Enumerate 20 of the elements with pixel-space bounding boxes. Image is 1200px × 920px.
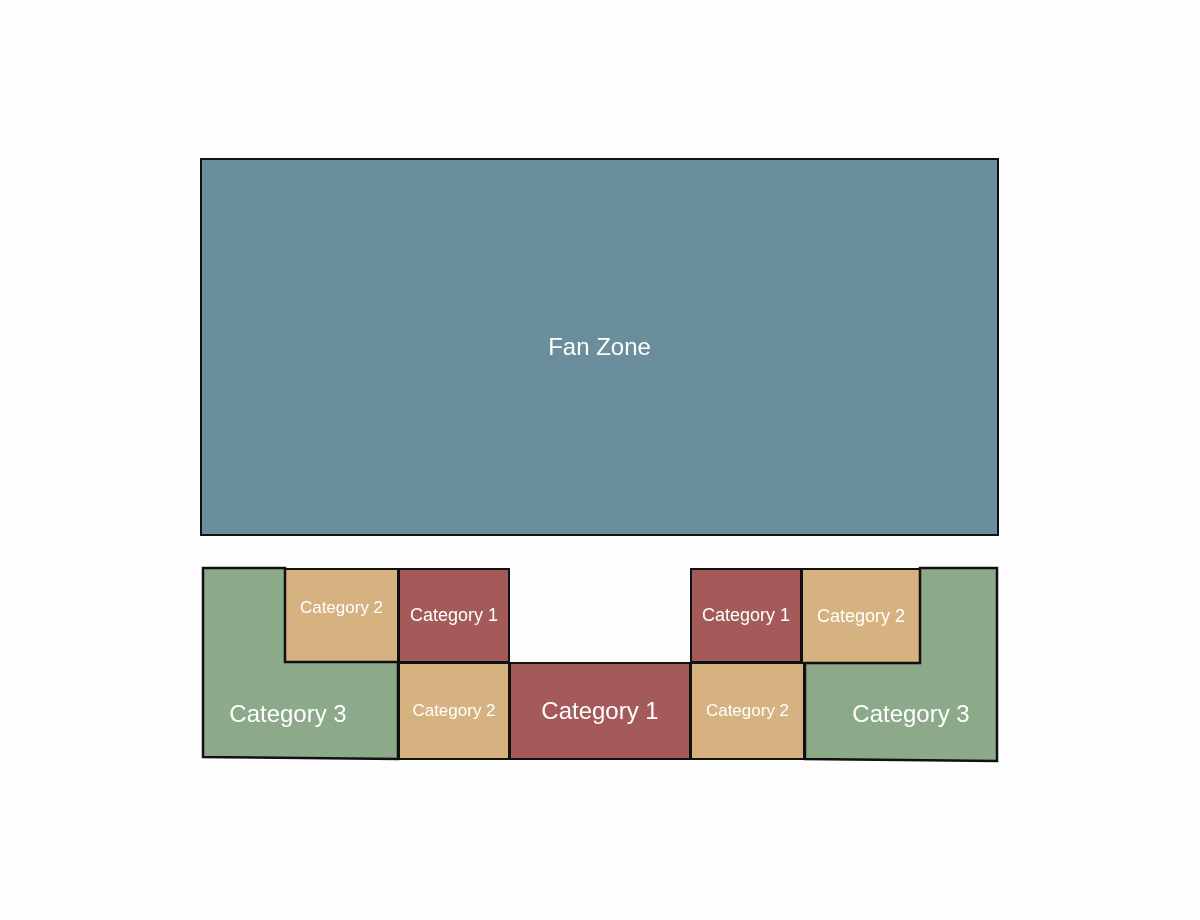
section-label: Category 1 [701, 605, 791, 626]
section-label: Category 2 [412, 701, 496, 721]
seating-section [509, 662, 691, 760]
seating-section [804, 568, 998, 762]
seating-section [203, 568, 399, 760]
section-label: Category 1 [409, 605, 499, 626]
section-label: Category 2 [705, 701, 790, 721]
seating-section [398, 662, 510, 760]
section-label: Fan Zone [548, 333, 651, 361]
section-label: Category 2 [299, 597, 384, 618]
seating-section [284, 568, 399, 663]
seating-section [200, 158, 999, 536]
seating-section [690, 662, 805, 760]
seating-section [398, 568, 510, 663]
section-label: Category 3 [229, 700, 347, 728]
section-label: Category 3 [852, 700, 970, 728]
seating-section [690, 568, 802, 663]
section-label: Category 1 [541, 697, 659, 725]
seating-section [801, 568, 921, 664]
section-label: Category 2 [816, 605, 906, 627]
